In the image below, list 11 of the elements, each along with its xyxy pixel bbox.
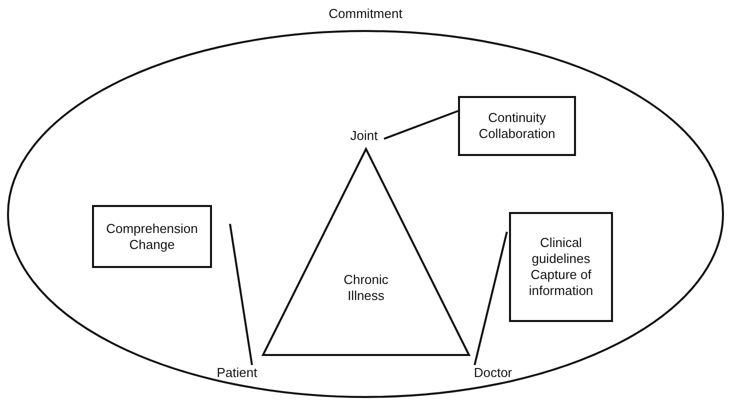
connector-line: [474, 232, 508, 366]
heading: Commitment: [328, 6, 402, 22]
connector-line: [229, 224, 253, 366]
vertex-label: Doctor: [470, 365, 516, 383]
vertex-label: Joint: [344, 128, 384, 146]
text-box: Clinical guidelines Capture of information: [509, 212, 613, 322]
text-box: Comprehension Change: [92, 205, 212, 268]
vertex-label: Patient: [212, 365, 262, 383]
connector-line: [384, 110, 458, 140]
text-box: Continuity Collaboration: [458, 96, 576, 156]
center-label: Chronic Illness: [342, 272, 390, 304]
